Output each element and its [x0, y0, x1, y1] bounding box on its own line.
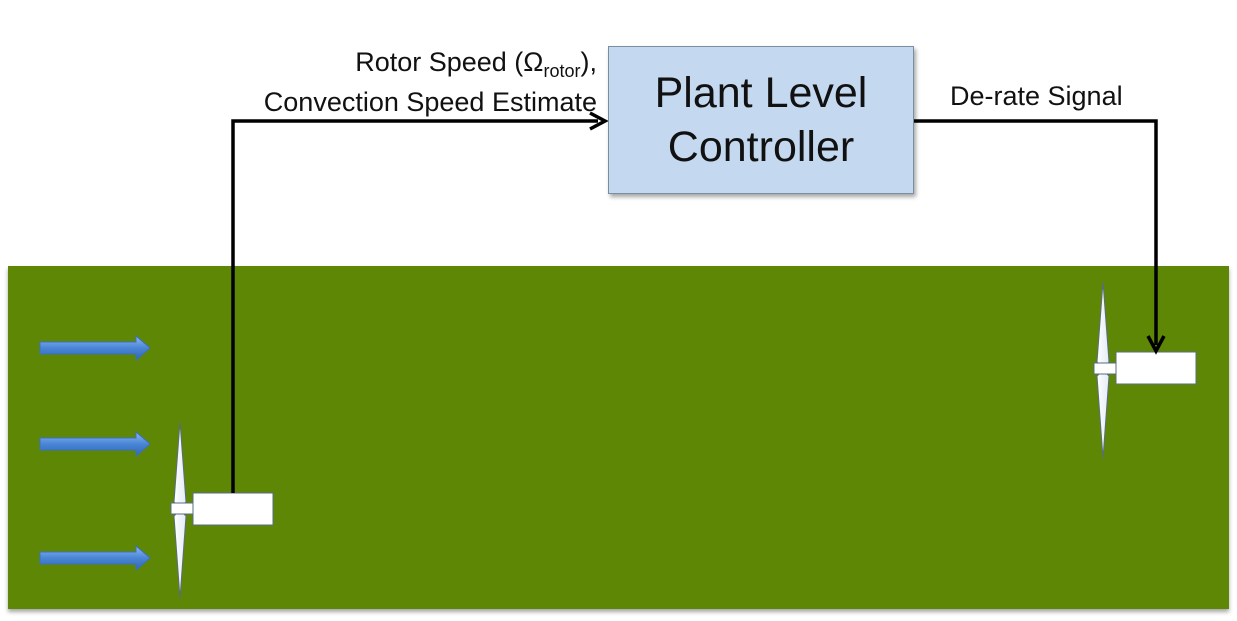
plant-level-controller-box: Plant Level Controller: [608, 46, 914, 194]
wind-turbine-icon: [170, 421, 274, 599]
controller-label-line2: Controller: [667, 123, 855, 171]
output-signal-connector: [914, 119, 1166, 355]
input-signal-connector: [231, 111, 609, 493]
wind-farm-field: [8, 266, 1229, 609]
controller-label-line1: Plant Level: [654, 69, 868, 117]
output-signal-label: De-rate Signal: [950, 81, 1123, 111]
wind-arrow-icon: [39, 430, 151, 458]
wind-arrow-icon: [39, 544, 151, 572]
input-signal-label: Rotor Speed (Ωrotor), Convection Speed E…: [264, 42, 597, 122]
wind-turbine-icon: [1093, 281, 1197, 459]
wind-arrow-icon: [39, 334, 151, 362]
input-signal-label-line1: Rotor Speed (Ωrotor),: [355, 47, 597, 81]
input-signal-label-line2: Convection Speed Estimate: [263, 87, 597, 117]
